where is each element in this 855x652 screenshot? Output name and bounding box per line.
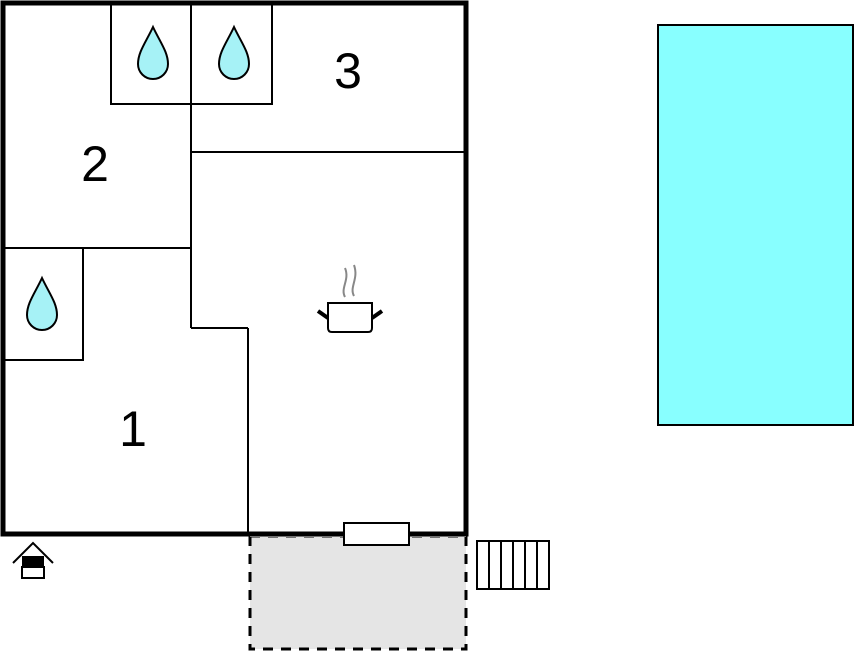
entrance-house-icon — [12, 541, 54, 579]
room-label-1: 1 — [119, 401, 147, 457]
water-drop-icon — [217, 24, 251, 80]
outer-wall — [0, 0, 469, 537]
room-label-2: 2 — [81, 136, 109, 192]
door — [343, 522, 410, 546]
room-label-3: 3 — [334, 43, 362, 99]
swimming-pool — [657, 24, 854, 426]
interior-walls — [2, 2, 466, 534]
cooking-pot-icon — [316, 264, 384, 333]
water-drop-icon — [136, 24, 170, 80]
water-drop-icon — [25, 275, 59, 331]
stairs-icon — [476, 540, 550, 590]
terrace — [248, 534, 468, 651]
